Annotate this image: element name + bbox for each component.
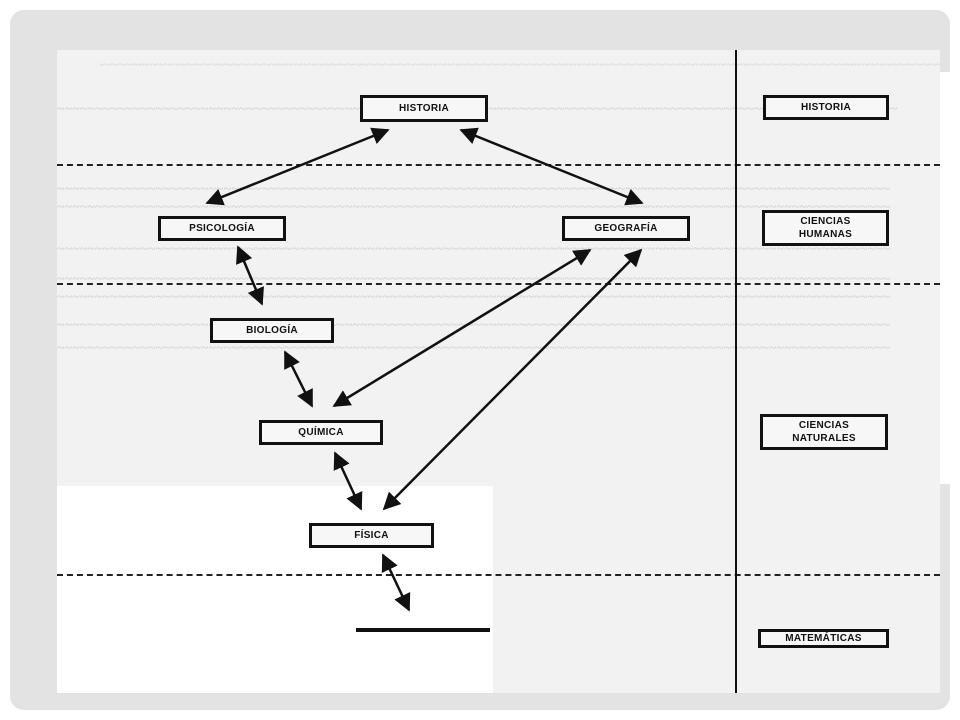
arrow-historia-geografia <box>459 127 644 206</box>
category-ciencias-humanas: CIENCIAS HUMANAS <box>762 210 889 246</box>
arrow-biologia-quimica <box>283 350 314 408</box>
arrow-quimica-fisica <box>333 451 363 511</box>
column-divider <box>735 50 737 693</box>
category-matematicas: MATEMÁTICAS <box>758 629 889 648</box>
node-geografia: GEOGRAFÍA <box>562 216 690 241</box>
scan-edge <box>940 72 960 484</box>
category-ciencias-naturales: CIENCIAS NATURALES <box>760 414 888 450</box>
scan-blank-area <box>57 486 493 693</box>
category-historia: HISTORIA <box>763 95 889 120</box>
node-quimica: QUÍMICA <box>259 420 383 445</box>
bottom-bar <box>356 628 490 632</box>
node-psicologia: PSICOLOGÍA <box>158 216 286 241</box>
node-historia: HISTORIA <box>360 95 488 122</box>
arrow-geografia-fisica <box>382 248 643 511</box>
arrow-fisica-matematicas <box>381 553 411 612</box>
divider-line <box>57 574 940 576</box>
arrow-geografia-quimica <box>332 248 592 408</box>
node-biologia: BIOLOGÍA <box>210 318 334 343</box>
arrow-historia-psicologia <box>205 127 390 206</box>
node-fisica: FÍSICA <box>309 523 434 548</box>
arrow-psicologia-biologia <box>236 245 264 306</box>
